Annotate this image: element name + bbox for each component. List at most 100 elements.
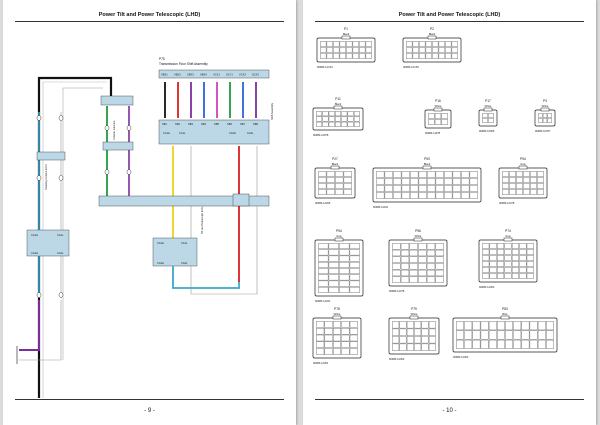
right-page: Power Tilt and Power Telescopic (LHD) P1… bbox=[303, 0, 596, 425]
main-ecu-body-box bbox=[158, 119, 270, 145]
connector-color: Black bbox=[424, 162, 431, 166]
connector-part-number: 90980-12362 bbox=[453, 355, 469, 359]
svg-text:CA1L: CA1L bbox=[181, 241, 188, 245]
connector-code: P27 bbox=[332, 157, 338, 161]
connector-color: Gray bbox=[520, 162, 526, 166]
main-ecu-pinno-6: SB7 bbox=[240, 122, 245, 126]
connector-views: P1Black90980-12C43P2Black90980-12C53P11B… bbox=[312, 27, 558, 365]
connector-code: P16 bbox=[435, 99, 441, 103]
main-ecu-pin-7: SCX3 bbox=[252, 73, 259, 77]
wiring-diagram: CA1H CA1L CA2H CA2L P75 Transm bbox=[16, 57, 274, 398]
connector-part-number: 90980-12296 bbox=[315, 201, 331, 205]
connector-part-number: 90980-12378 bbox=[389, 289, 405, 293]
connector-code: P54 bbox=[520, 157, 526, 161]
junction-bar bbox=[98, 195, 270, 207]
connector-part-number: 90980-12351 bbox=[313, 361, 329, 365]
right-page-title: Power Tilt and Power Telescopic (LHD) bbox=[398, 12, 501, 18]
connector-part-number: 90980-12352 bbox=[389, 357, 405, 361]
svg-text:CA2H: CA2H bbox=[157, 261, 164, 265]
svg-text:Column Junction: Column Junction bbox=[112, 120, 116, 140]
connector-color: White bbox=[542, 104, 549, 108]
ecu-box-top-left bbox=[100, 95, 134, 106]
connector-code: P1 bbox=[344, 27, 348, 31]
connector-part-number: 90980-10787 bbox=[535, 129, 551, 133]
main-ecu-pinno-3: SB4 bbox=[201, 122, 206, 126]
pin-ca1h: CA1H bbox=[31, 233, 38, 237]
connector-code: P3 bbox=[543, 99, 547, 103]
main-ecu-pin-5: SCY1 bbox=[226, 73, 233, 77]
svg-text:CA2L: CA2L bbox=[181, 261, 188, 265]
steering-column-ecu-box bbox=[26, 229, 70, 257]
connector-color: Blue bbox=[502, 312, 508, 316]
main-ecu-pin-6: VCX3 bbox=[239, 73, 246, 77]
main-ecu-pinno-4: SB5 bbox=[214, 122, 219, 126]
connector-code: P54 bbox=[336, 229, 342, 233]
pin-ca2h: CA2H bbox=[31, 251, 38, 255]
svg-text:CA1H: CA1H bbox=[163, 131, 170, 135]
connector-part-number: 90980-12911 bbox=[373, 205, 389, 209]
svg-text:CA1H: CA1H bbox=[157, 241, 164, 245]
connector-code: P56 bbox=[415, 229, 421, 233]
left-footer-rule bbox=[15, 399, 284, 400]
connector-part-number: 90980-11078 bbox=[425, 131, 441, 135]
left-header-rule bbox=[15, 21, 284, 22]
pin-ca1l: CA1L bbox=[57, 233, 64, 237]
connector-part-number: 90980-12C43 bbox=[317, 65, 333, 69]
connector-color: Black bbox=[343, 32, 350, 36]
main-ecu-pinno-5: SB6 bbox=[227, 122, 232, 126]
connector-code: P83 bbox=[502, 307, 508, 311]
svg-text:CA1L: CA1L bbox=[179, 131, 186, 135]
connector-color: White bbox=[415, 234, 422, 238]
connector-color: White bbox=[334, 312, 341, 316]
connector-color: Black bbox=[332, 162, 339, 166]
svg-text:Tilt and Telescopic ECU: Tilt and Telescopic ECU bbox=[200, 206, 204, 234]
main-ecu-pinno-1: SB2 bbox=[175, 122, 180, 126]
main-ecu-code: P75 bbox=[159, 57, 165, 61]
connector-code: P79 bbox=[411, 307, 417, 311]
main-ecu-pin-0: VBX1 bbox=[161, 73, 168, 77]
right-header-rule bbox=[315, 21, 584, 22]
main-ecu-pin-3: VBX4 bbox=[200, 73, 207, 77]
connector-code: P74 bbox=[505, 229, 511, 233]
main-ecu-pin-1: VBX2 bbox=[174, 73, 181, 77]
left-page: Power Tilt and Power Telescopic (LHD) CA… bbox=[3, 0, 296, 425]
svg-text:Steering Column ECU: Steering Column ECU bbox=[44, 164, 48, 190]
svg-text:CA2H: CA2H bbox=[229, 131, 236, 135]
connector-color: Gray bbox=[336, 234, 342, 238]
svg-text:Shift Assembly: Shift Assembly bbox=[270, 102, 274, 120]
connector-color: Black bbox=[429, 32, 436, 36]
connector-color: White bbox=[411, 312, 418, 316]
connector-part-number: 90980-10006 bbox=[479, 129, 495, 133]
main-ecu-name: Transmission Floor Shift Assembly bbox=[159, 62, 208, 66]
pin-ca2l: CA2L bbox=[57, 251, 64, 255]
junction-left bbox=[36, 151, 66, 161]
main-ecu-pinno-7: SB8 bbox=[253, 122, 258, 126]
connector-color: White bbox=[485, 104, 492, 108]
junction-mid bbox=[102, 141, 134, 151]
left-page-number: - 9 - bbox=[144, 408, 155, 414]
main-ecu-header-box bbox=[158, 69, 270, 79]
main-ecu-pinno-2: SB3 bbox=[188, 122, 193, 126]
connector-color: White bbox=[435, 104, 442, 108]
right-page-number: - 10 - bbox=[442, 408, 457, 414]
connector-code: P11 bbox=[335, 97, 341, 101]
connector-color: Gray bbox=[505, 234, 511, 238]
left-page-title: Power Tilt and Power Telescopic (LHD) bbox=[98, 12, 201, 18]
connector-code: P2 bbox=[430, 27, 434, 31]
connector-color: Black bbox=[335, 102, 342, 106]
connector-part-number: 90980-12478 bbox=[499, 201, 515, 205]
connector-code: P17 bbox=[485, 99, 491, 103]
connector-code: P53 bbox=[424, 157, 430, 161]
